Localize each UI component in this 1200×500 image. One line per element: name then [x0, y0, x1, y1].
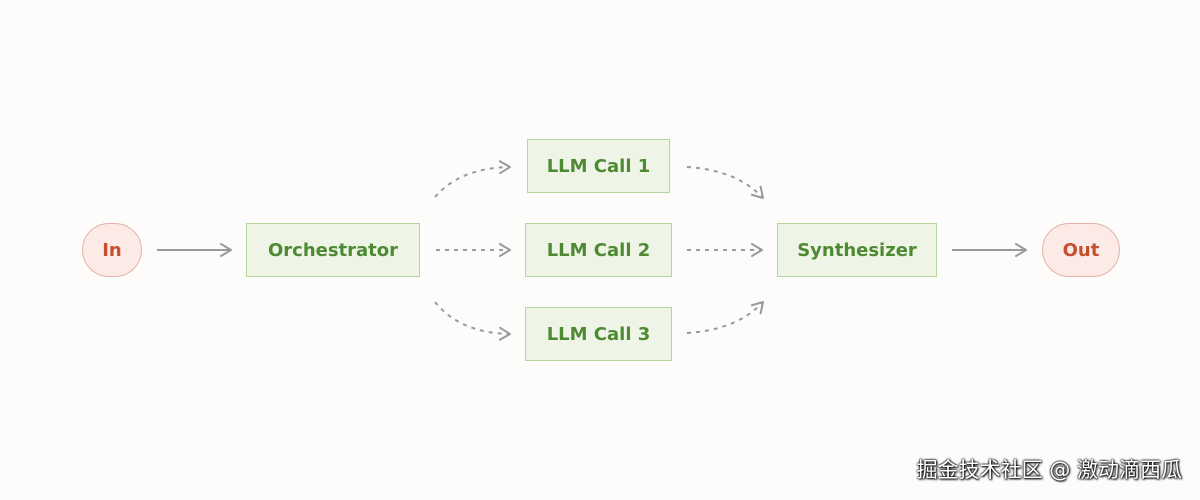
edge-orchestrator-llm-call-3: [434, 301, 511, 341]
node-in-label: In: [102, 239, 122, 261]
edge-orchestrator-llm-call-1: [434, 160, 511, 198]
edge-llm-call-3-synthesizer: [686, 301, 764, 334]
node-llm-call-2: LLM Call 2: [525, 223, 672, 277]
node-out-label: Out: [1062, 239, 1100, 261]
node-orchestrator: Orchestrator: [246, 223, 420, 277]
node-llm-call-3: LLM Call 3: [525, 307, 672, 361]
node-out: Out: [1042, 223, 1120, 277]
node-llm-call-1-label: LLM Call 1: [546, 155, 651, 177]
node-synthesizer: Synthesizer: [777, 223, 937, 277]
node-llm-call-2-label: LLM Call 2: [546, 239, 651, 261]
edge-llm-call-1-synthesizer: [686, 166, 764, 199]
node-in: In: [82, 223, 142, 277]
watermark: 掘金技术社区 @ 激动滴西瓜: [916, 458, 1182, 482]
node-llm-call-3-label: LLM Call 3: [546, 323, 651, 345]
node-synthesizer-label: Synthesizer: [797, 239, 917, 261]
node-llm-call-1: LLM Call 1: [527, 139, 670, 193]
node-orchestrator-label: Orchestrator: [267, 239, 399, 261]
